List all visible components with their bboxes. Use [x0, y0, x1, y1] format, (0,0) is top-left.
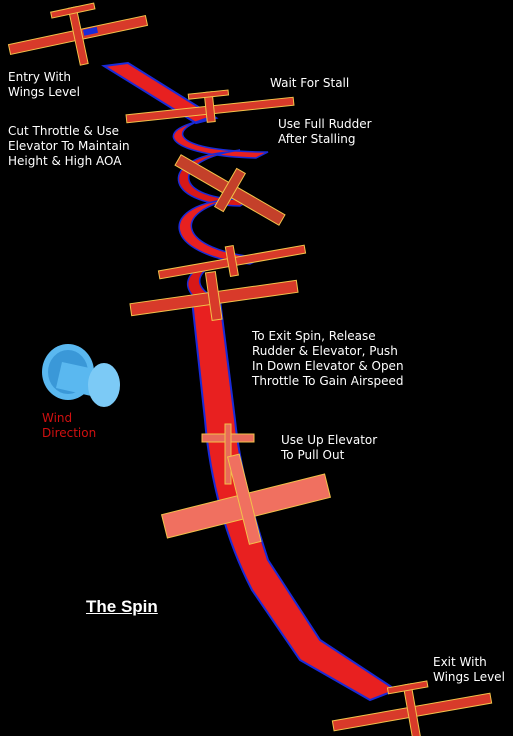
plane-exit [331, 680, 493, 736]
plane-stall [125, 89, 295, 124]
plane-recovery [129, 270, 299, 322]
plane-entry [7, 2, 149, 66]
plane-dive [201, 423, 255, 485]
spin-spiral [172, 117, 269, 307]
plane-spin-2 [157, 244, 307, 280]
label-rudder: Use Full Rudder After Stalling [278, 117, 372, 146]
label-exit-spin: To Exit Spin, Release Rudder & Elevator,… [252, 329, 404, 388]
plane-pullout [160, 453, 332, 545]
label-throttle: Cut Throttle & Use Elevator To Maintain … [8, 124, 130, 168]
label-pull-out: Use Up Elevator To Pull Out [281, 433, 378, 462]
plane-spin-1 [174, 154, 286, 226]
label-exit: Exit With Wings Level [433, 655, 505, 684]
label-stall: Wait For Stall [270, 76, 350, 90]
label-entry: Entry With Wings Level [8, 70, 80, 99]
label-wind-direction: Wind Direction [42, 411, 97, 440]
diagram-title: The Spin [86, 597, 158, 616]
wind-direction-icon [42, 344, 120, 407]
